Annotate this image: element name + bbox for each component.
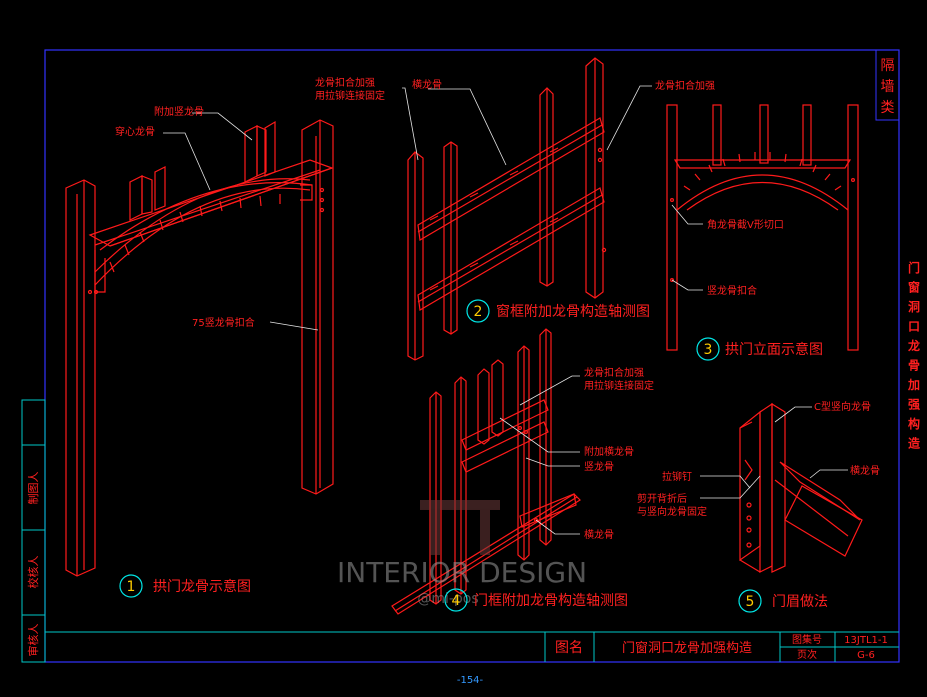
label-v4-extra-horizontal: 附加横龙骨 (584, 445, 634, 458)
side-title-char: 骨 (908, 359, 920, 373)
title-page-value: G-6 (857, 650, 875, 661)
view-2-window-keel (407, 57, 607, 361)
side-title-char: 洞 (908, 300, 920, 314)
view-number: 5 (746, 594, 755, 610)
label-v5-cut-2: 与竖向龙骨固定 (637, 505, 707, 518)
view-title: 窗框附加龙骨构造轴测图 (496, 303, 650, 320)
title-name-label: 图名 (555, 640, 583, 656)
label-v2-joint-1: 龙骨扣合加强 (315, 76, 375, 89)
watermark-logo (420, 500, 500, 555)
watermark-subtext: @mi-pos (417, 591, 478, 607)
title-block: 图名 门窗洞口龙骨加强构造 图集号 13JTL1-1 页次 G-6 (45, 631, 899, 662)
view-title: 拱门立面示意图 (725, 341, 823, 358)
side-title-char: 构 (908, 416, 920, 431)
title-atlas-value: 13JTL1-1 (844, 635, 888, 646)
view-title: 门眉做法 (772, 594, 828, 610)
title-page-label: 页次 (797, 648, 817, 661)
label-v5-c-stud: C型竖向龙骨 (814, 400, 871, 413)
view-number-circle (696, 337, 720, 361)
side-title-char: 窗 (908, 280, 920, 295)
view-number-circle (738, 589, 762, 613)
side-title-char: 强 (908, 398, 920, 412)
left-strip (21, 399, 46, 663)
leader-lines (163, 85, 848, 535)
category-char-1: 隔 (881, 58, 895, 74)
label-v3-stud: 竖龙骨扣合 (707, 284, 757, 297)
view-title: 门框附加龙骨构造轴测图 (474, 593, 628, 609)
watermark: INTERIOR DESIGN @mi-pos (337, 500, 587, 607)
view-number: 1 (127, 579, 136, 595)
view-title: 拱门龙骨示意图 (153, 578, 251, 595)
label-v1-75-stud: 75竖龙骨扣合 (192, 316, 255, 329)
side-title-char: 龙 (908, 338, 920, 353)
label-v1-extra-stud: 附加竖龙骨 (154, 105, 204, 118)
label-v4-joint-2: 用拉铆连接固定 (584, 379, 654, 392)
label-v4-joint-1: 龙骨扣合加强 (584, 366, 644, 379)
label-v5-rivet: 拉铆钉 (662, 470, 692, 483)
title-atlas-label: 图集号 (792, 633, 822, 646)
view-number: 4 (452, 593, 461, 609)
category-box (875, 49, 900, 121)
watermark-text: INTERIOR DESIGN (337, 556, 587, 589)
view-1-arch-keel (65, 119, 334, 577)
label-v5-horizontal: 横龙骨 (850, 464, 880, 477)
label-v3-notch: 角龙骨截V形切口 (707, 218, 784, 231)
left-strip-label: 校核人 (26, 556, 40, 589)
left-strip-label: 审核人 (26, 624, 40, 657)
page-number: -154- (457, 675, 484, 686)
label-v2-joint-2: 用拉铆连接固定 (315, 89, 385, 102)
left-strip-label: 制图人 (27, 472, 40, 505)
view-4-doorframe-keel (391, 328, 581, 615)
view-number-circle (119, 574, 143, 598)
annotations: 附加竖龙骨 穿心龙骨 75竖龙骨扣合 龙骨扣合加强 用拉铆连接固定 横龙骨 龙骨… (115, 76, 880, 541)
view-3-arch-elevation (666, 104, 859, 351)
label-v5-cut-1: 剪开背折后 (637, 492, 687, 505)
view-number-circle (444, 588, 468, 612)
label-v4-horizontal: 横龙骨 (584, 528, 614, 541)
view-number: 3 (704, 342, 713, 358)
side-title-char: 造 (908, 436, 921, 451)
category-char-2: 墙 (881, 79, 895, 95)
side-title-char: 口 (908, 320, 920, 334)
title-drawing-name: 门窗洞口龙骨加强构造 (622, 640, 752, 656)
view-number: 2 (474, 304, 483, 320)
side-title-char: 加 (907, 377, 920, 392)
category-char-3: 类 (881, 100, 895, 116)
label-v4-stud: 竖龙骨 (584, 460, 614, 473)
label-v1-through-keel: 穿心龙骨 (115, 125, 155, 138)
view-5-lintel (739, 402, 863, 573)
side-title: 门窗洞口龙骨加强构造 (907, 260, 921, 451)
label-v2-horizontal: 横龙骨 (412, 78, 442, 91)
view-titles: 1 拱门龙骨示意图 2 窗框附加龙骨构造轴测图 3 拱门立面示意图 4 门框附加龙骨构造轴测图… (119, 299, 828, 613)
label-v2-joint-right: 龙骨扣合加强 (655, 79, 715, 92)
side-title-char: 门 (908, 260, 920, 275)
view-number-circle (466, 299, 490, 323)
